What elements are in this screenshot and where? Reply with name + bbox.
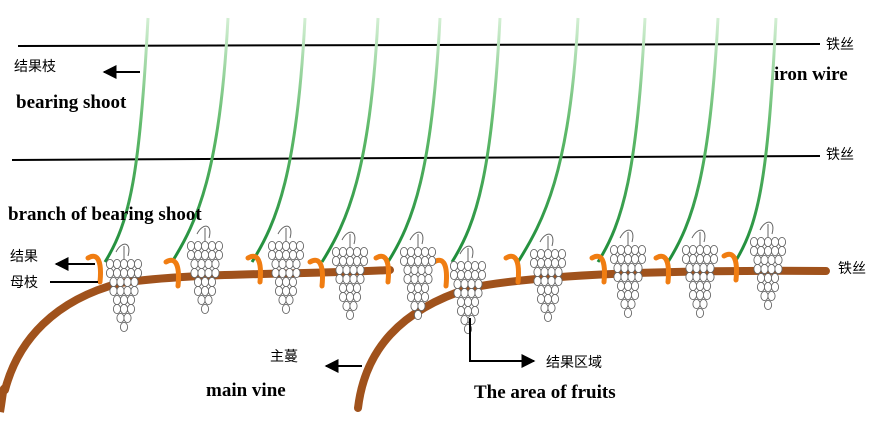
grape-cluster-4 — [331, 231, 369, 321]
iron-wire-en-label: iron wire — [774, 64, 848, 85]
grape-cluster-10 — [749, 221, 787, 311]
spur-6 — [431, 257, 449, 289]
spur-5 — [373, 253, 391, 285]
iron-wire-middle — [11, 155, 821, 161]
grape-cluster-5 — [399, 231, 437, 321]
bearing-shoot-3 — [250, 17, 307, 263]
main-vine-cn-label: 主蔓 — [270, 349, 298, 365]
spur-4 — [307, 257, 325, 289]
grape-cluster-7 — [529, 233, 567, 323]
grape-cluster-6 — [449, 245, 487, 335]
main-vine-en-label: main vine — [206, 380, 286, 401]
iron-wire-cn-label-low: 铁丝 — [838, 261, 866, 277]
bearing-shoot-7 — [516, 17, 580, 263]
bearing-shoot-10 — [733, 17, 778, 263]
spur-3 — [245, 253, 263, 285]
main-vine-bottom-left — [0, 384, 9, 413]
spur-8 — [589, 253, 607, 285]
grape-clusters — [105, 221, 787, 335]
grape-cluster-8 — [609, 229, 647, 319]
bearing-shoot-8 — [596, 17, 647, 263]
grape-cluster-2 — [186, 225, 224, 315]
mother-branch-cn-label-line2: 母枝 — [10, 275, 38, 291]
iron-wire-top — [17, 43, 821, 47]
grape-cluster-9 — [681, 229, 719, 319]
mother-branch-cn-label-line1: 结果 — [10, 249, 38, 265]
bearing-shoot-2 — [170, 17, 230, 263]
spurs — [85, 251, 739, 289]
bearing-shoot-5 — [386, 17, 442, 263]
bearing-shoots — [103, 17, 778, 263]
branch-of-bearing-shoot-label: branch of bearing shoot — [8, 204, 202, 225]
iron-wire-cn-label-middle: 铁丝 — [826, 147, 854, 163]
bearing-shoot-6 — [450, 17, 502, 263]
bearing-shoot-1 — [103, 17, 150, 263]
spur-1 — [85, 253, 103, 285]
bearing-shoot-4 — [320, 17, 380, 263]
grape-cluster-3 — [267, 225, 305, 315]
iron-wire-cn-label-top: 铁丝 — [826, 37, 854, 53]
spur-2 — [163, 257, 181, 289]
spur-10 — [721, 251, 739, 283]
bearing-shoot-en-label: bearing shoot — [16, 92, 127, 113]
fruit-area-cn-label: 结果区域 — [546, 355, 602, 371]
bearing-shoot-cn-label: 结果枝 — [14, 59, 56, 75]
bearing-shoot-9 — [666, 17, 720, 263]
fruit-area-en-label: The area of fruits — [474, 382, 616, 403]
arrow-fruit-area — [469, 318, 536, 368]
spur-9 — [653, 253, 671, 285]
main-vine-right — [354, 266, 830, 412]
grape-cluster-1 — [105, 243, 143, 333]
spur-7 — [503, 253, 521, 285]
